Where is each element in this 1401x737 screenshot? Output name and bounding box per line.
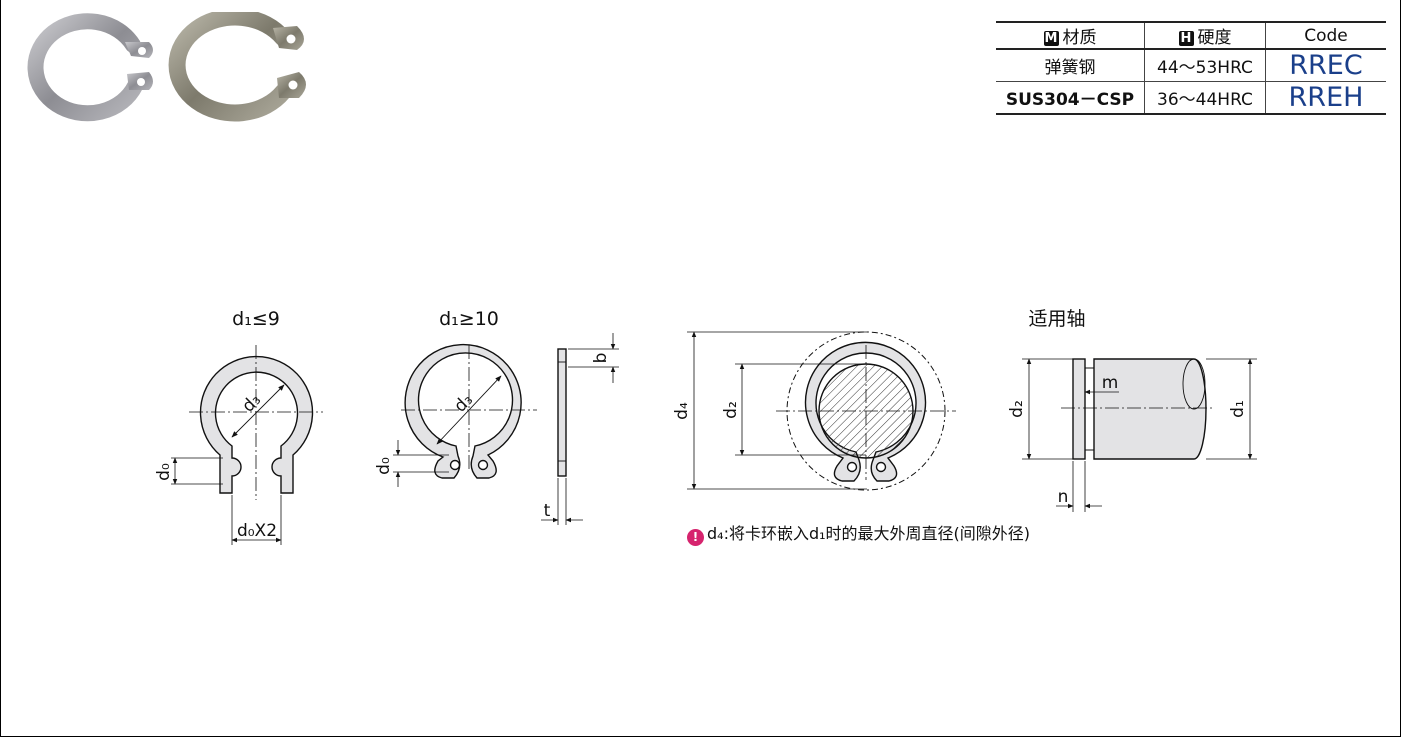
- shaft-d2-label: d₂: [1007, 400, 1027, 418]
- header-material-label: 材质: [1062, 28, 1097, 48]
- hardness-badge-icon: H: [1178, 31, 1194, 46]
- d4-footnote: !d₄:将卡环嵌入d₁时的最大外周直径(间隙外径): [687, 520, 1030, 546]
- hardness-cell: 36～44HRC: [1144, 81, 1266, 115]
- ring-small-d3-label: d₃: [238, 390, 265, 417]
- photo-ring-spring-steel: [27, 13, 153, 122]
- mounted-d4-label: d₄: [672, 402, 692, 420]
- ring-small-title: d₁≤9: [232, 308, 280, 330]
- header-code: Code: [1265, 21, 1386, 50]
- shaft-title: 适用轴: [1028, 308, 1085, 330]
- side-b-label: b: [591, 353, 611, 364]
- ring-large-d3-label: d₃: [450, 390, 477, 417]
- hardness-cell: 44～53HRC: [1144, 49, 1266, 82]
- warning-icon: !: [687, 529, 704, 546]
- table-row: SUS304－CSP 36～44HRC RREH: [996, 81, 1386, 115]
- shaft-m-label: m: [1102, 373, 1119, 393]
- material-cell: SUS304－CSP: [996, 81, 1145, 115]
- ring-small-d0-label: d₀: [154, 463, 174, 481]
- ring-large-view: d₁≥10 d₃ d₀: [374, 308, 537, 487]
- material-badge-icon: M: [1043, 31, 1059, 46]
- shaft-view: 适用轴 d₂ d₁ m n: [1007, 308, 1257, 512]
- code-cell: RREH: [1265, 81, 1386, 115]
- material-cell: 弹簧钢: [996, 49, 1145, 82]
- footnote-text: d₄:将卡环嵌入d₁时的最大外周直径(间隙外径): [707, 524, 1031, 543]
- shaft-d1-label: d₁: [1228, 400, 1248, 418]
- mounted-d2-label: d₂: [721, 401, 741, 419]
- side-t-label: t: [544, 501, 551, 521]
- ring-side-view: b t: [541, 333, 619, 525]
- table-row: 弹簧钢 44～53HRC RREC: [996, 49, 1386, 82]
- code-cell: RREC: [1265, 49, 1386, 82]
- header-hardness-label: 硬度: [1197, 28, 1232, 48]
- ring-small-d0x2-label: d₀X2: [237, 521, 277, 541]
- photo-ring-stainless: [168, 12, 306, 122]
- ring-small-view: d₁≤9 d₃ d₀ d₀X2: [154, 308, 323, 545]
- mounted-view: d₄ d₂: [672, 331, 956, 491]
- ring-large-title: d₁≥10: [439, 308, 499, 330]
- ring-large-d0-label: d₀: [374, 457, 394, 475]
- shaft-n-label: n: [1058, 487, 1069, 507]
- product-photos: [27, 12, 306, 122]
